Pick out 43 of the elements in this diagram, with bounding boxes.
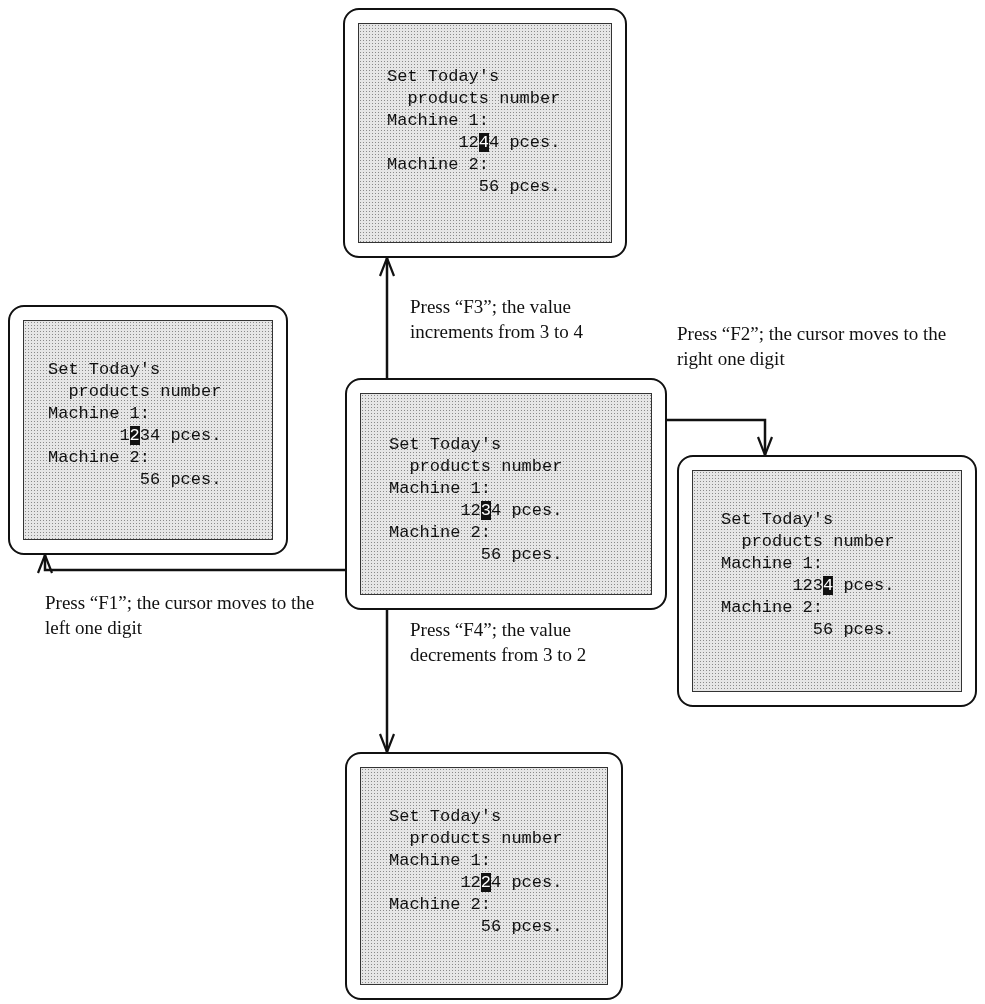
edge-label: Press “F1”; the cursor moves to the left one digit [45,591,316,640]
screen-text: 1224 pces. [459,872,563,894]
arrow [667,418,774,457]
edge-label: Press “F2”; the cursor moves to the right one digit [677,322,948,371]
display-screen [677,455,977,707]
edge-label: Press “F3”; the value increments from 3 to 4 [410,295,585,344]
screen-text: products number [408,828,563,850]
display-screen [345,752,623,1000]
screen-text: Machine 1: [389,478,492,500]
screen-text: Machine 2: [389,894,492,916]
screen-text: Set Today's [389,434,502,456]
screen-text: 56 pces. [479,916,563,938]
screen-text: Machine 1: [387,110,490,132]
edge-label: Press “F4”; the value decrements from 3 to 2 [410,618,588,667]
arrow [378,610,396,754]
screen-text: Machine 2: [387,154,490,176]
screen-text: 1234 pces. [791,575,895,597]
screen-text: 56 pces. [477,176,561,198]
screen-text: 1234 pces. [459,500,563,522]
screen-text: Set Today's [48,359,161,381]
screen-text: products number [408,456,563,478]
screen-text: products number [406,88,561,110]
screen-text: Machine 2: [389,522,492,544]
screen-text: Machine 2: [721,597,824,619]
screen-text: products number [740,531,895,553]
screen-text: 1234 pces. [118,425,222,447]
screen-text: 56 pces. [811,619,895,641]
screen-text: 56 pces. [479,544,563,566]
screen-text: 1244 pces. [457,132,561,154]
screen-text: Set Today's [721,509,834,531]
screen-text: 56 pces. [138,469,222,491]
arrow [36,553,345,575]
screen-text: Machine 1: [721,553,824,575]
display-screen [343,8,627,258]
screen-text: Machine 1: [389,850,492,872]
display-screen [345,378,667,610]
screen-text: Machine 2: [48,447,151,469]
display-screen [8,305,288,555]
screen-text: products number [67,381,222,403]
screen-text: Set Today's [387,66,500,88]
screen-text: Machine 1: [48,403,151,425]
arrow [378,256,396,378]
screen-text: Set Today's [389,806,502,828]
